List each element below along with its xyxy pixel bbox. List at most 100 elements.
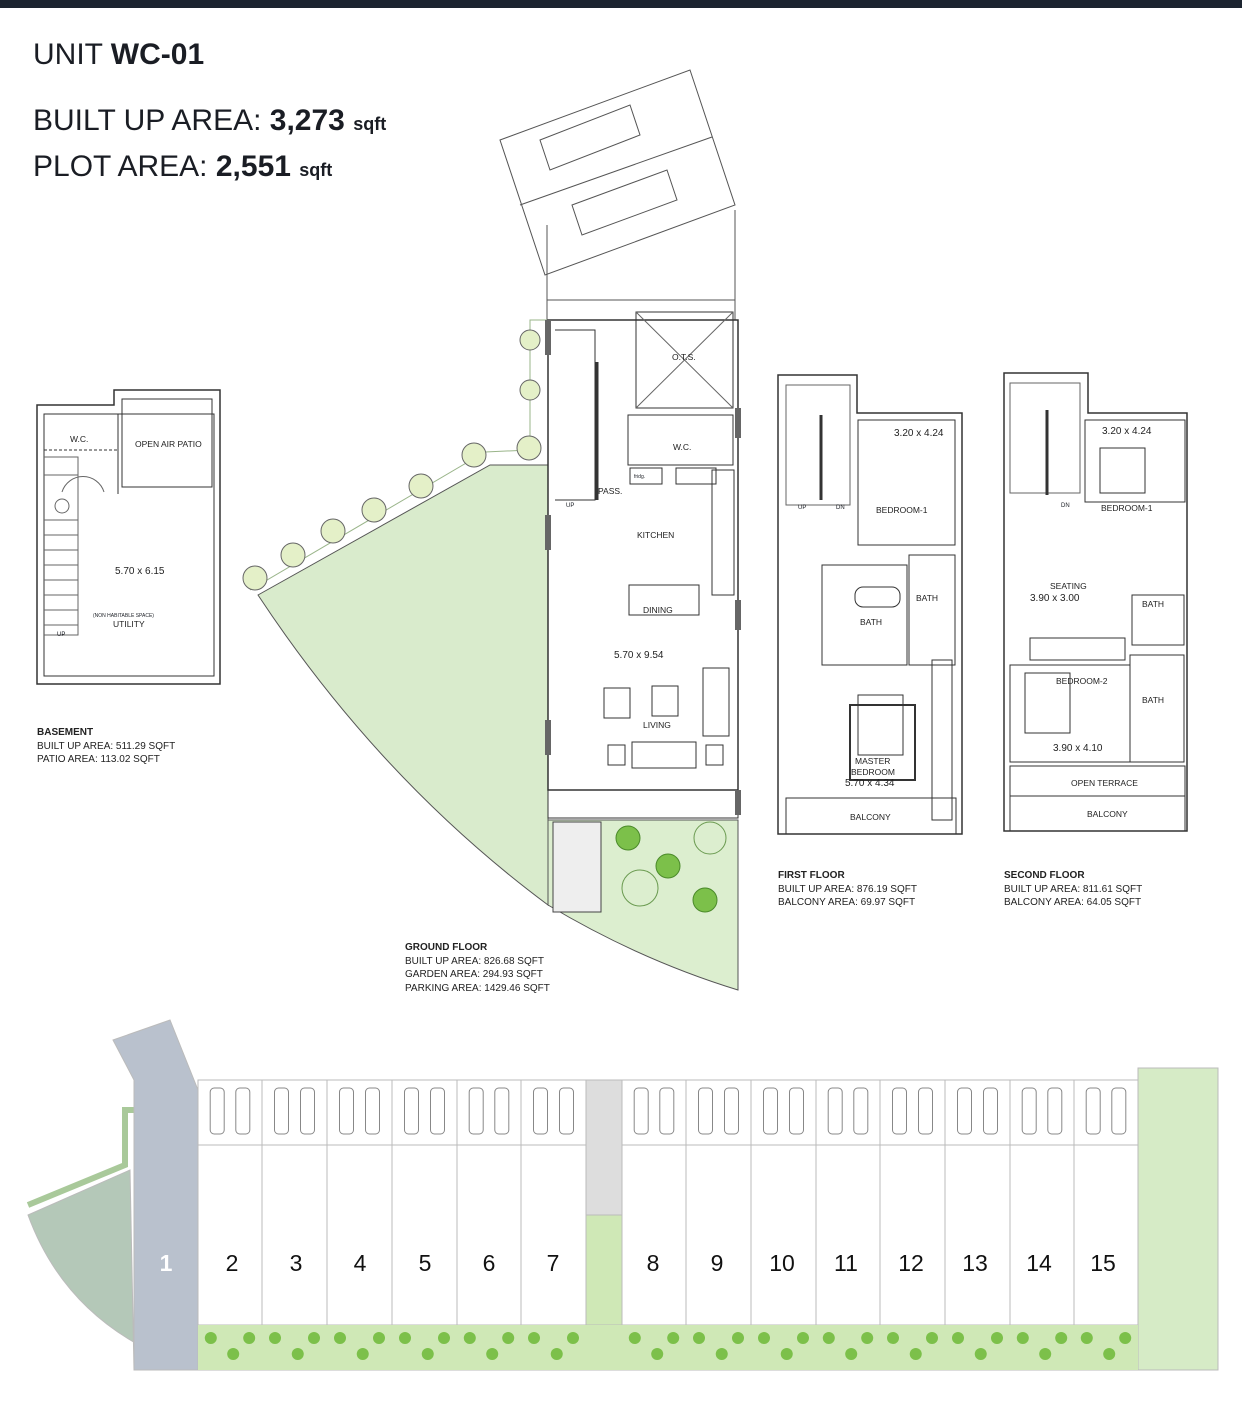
shrub-icon [269, 1332, 281, 1344]
shrub-icon [797, 1332, 809, 1344]
site-unit-number[interactable]: 1 [159, 1250, 173, 1276]
car-icon [365, 1087, 380, 1135]
shrub-icon [974, 1348, 987, 1360]
ground-title: GROUND FLOOR [405, 942, 488, 953]
site-unit-number[interactable]: 11 [834, 1250, 858, 1276]
plot-value: 2,551 [215, 150, 291, 183]
car-icon [1111, 1087, 1127, 1135]
car-icon [430, 1087, 445, 1135]
ground-dining-label: DINING [643, 605, 673, 615]
first-line: BALCONY AREA: 69.97 SQFT [778, 897, 916, 908]
car-icon [1021, 1087, 1037, 1135]
plot-label: PLOT AREA: [33, 150, 208, 183]
second-terrace-label: OPEN TERRACE [1071, 778, 1138, 788]
shrub-icon [1119, 1332, 1132, 1344]
ground-living-label: LIVING [643, 720, 671, 730]
shrub-icon [887, 1332, 899, 1344]
car-icon [957, 1087, 972, 1135]
second-seating-label: SEATING [1050, 581, 1087, 591]
first-master-label: MASTER [855, 756, 891, 766]
ground-wc-label: W.C. [673, 442, 692, 452]
site-unit-plot[interactable] [879, 1079, 946, 1326]
shrub-icon [421, 1348, 434, 1360]
basement-line: PATIO AREA: 113.02 SQFT [37, 754, 160, 765]
site-unit-number[interactable]: 10 [769, 1250, 795, 1276]
built-up-unit: sqft [353, 114, 387, 134]
site-unit-plot[interactable] [391, 1079, 458, 1326]
plot-area: PLOT AREA: 2,551 sqft [33, 150, 332, 184]
site-unit-number[interactable]: 5 [418, 1250, 432, 1276]
site-unit-number[interactable]: 9 [710, 1250, 724, 1276]
car-icon [404, 1087, 419, 1135]
shrub-icon [952, 1332, 964, 1344]
shrub-icon [486, 1348, 499, 1360]
site-unit-plot[interactable] [815, 1079, 881, 1326]
first-bedroom1-label: BEDROOM-1 [876, 505, 928, 515]
site-unit-plot[interactable] [520, 1079, 587, 1326]
car-icon [698, 1087, 713, 1135]
unit-title: UNIT WC-01 [33, 38, 204, 72]
site-unit-plot[interactable] [261, 1079, 328, 1326]
top-bar [0, 0, 1242, 8]
site-unit-plot[interactable] [621, 1079, 687, 1326]
site-unit-number[interactable]: 6 [482, 1250, 496, 1276]
site-unit-plot[interactable] [685, 1079, 752, 1326]
site-unit-number[interactable]: 15 [1090, 1250, 1116, 1276]
site-unit-plot[interactable] [456, 1079, 522, 1326]
ground-line: GARDEN AREA: 294.93 SQFT [405, 969, 543, 980]
car-icon [468, 1087, 484, 1135]
car-icon [983, 1087, 998, 1135]
car-icon [274, 1087, 289, 1135]
shrub-icon [1103, 1348, 1116, 1360]
basement-title: BASEMENT [37, 727, 94, 738]
second-bedroom1-dimension: 3.20 x 4.24 [1102, 426, 1152, 437]
car-icon [659, 1087, 675, 1135]
site-unit-plot[interactable] [944, 1079, 1011, 1326]
site-unit-number[interactable]: 13 [962, 1250, 988, 1276]
site-unit-number[interactable]: 12 [898, 1250, 924, 1276]
car-icon [724, 1087, 739, 1135]
second-bedroom1-label: BEDROOM-1 [1101, 503, 1153, 513]
shrub-icon [528, 1332, 540, 1344]
shrub-icon [227, 1348, 240, 1360]
second-seating-dimension: 3.90 x 3.00 [1030, 593, 1080, 604]
site-unit-plot[interactable] [750, 1079, 817, 1326]
site-unit-number[interactable]: 7 [546, 1250, 560, 1276]
built-up-area: BUILT UP AREA: 3,273 sqft [33, 104, 386, 138]
shrub-icon [356, 1348, 369, 1360]
shrub-icon [909, 1348, 922, 1360]
site-unit-number[interactable]: 3 [289, 1250, 303, 1276]
basement-line: BUILT UP AREA: 511.29 SQFT [37, 740, 176, 752]
built-up-value: 3,273 [269, 104, 345, 137]
site-unit-number[interactable]: 2 [225, 1250, 239, 1276]
ground-garden [242, 319, 739, 991]
ground-pass-label: PASS. [598, 486, 623, 496]
site-unit-plot[interactable] [326, 1079, 393, 1326]
shrub-icon [1080, 1332, 1093, 1344]
shrub-icon [991, 1332, 1003, 1344]
second-bedroom2-label: BEDROOM-2 [1056, 676, 1108, 686]
unit-code: WC-01 [110, 38, 205, 71]
ground-dimension: 5.70 x 9.54 [614, 650, 664, 661]
first-balcony-label: BALCONY [850, 812, 891, 822]
car-icon [1085, 1087, 1101, 1135]
car-icon [827, 1087, 843, 1135]
ground-parking [499, 69, 736, 320]
site-unit-number[interactable]: 8 [646, 1250, 660, 1276]
site-unit-number[interactable]: 14 [1026, 1250, 1052, 1276]
shrub-icon [550, 1348, 563, 1360]
car-icon [300, 1087, 315, 1135]
basement-dimension: 5.70 x 6.15 [115, 566, 165, 577]
basement-patio-label: OPEN AIR PATIO [135, 439, 202, 449]
site-unit-plot[interactable] [197, 1079, 263, 1326]
shrub-icon [845, 1348, 858, 1360]
site-unit-number[interactable]: 4 [353, 1250, 367, 1276]
car-icon [1047, 1087, 1063, 1135]
shrub-icon [628, 1332, 641, 1344]
first-master-label: BEDROOM [851, 767, 895, 777]
site-unit-plot[interactable] [1073, 1079, 1139, 1326]
site-unit-plot[interactable] [1009, 1079, 1075, 1326]
